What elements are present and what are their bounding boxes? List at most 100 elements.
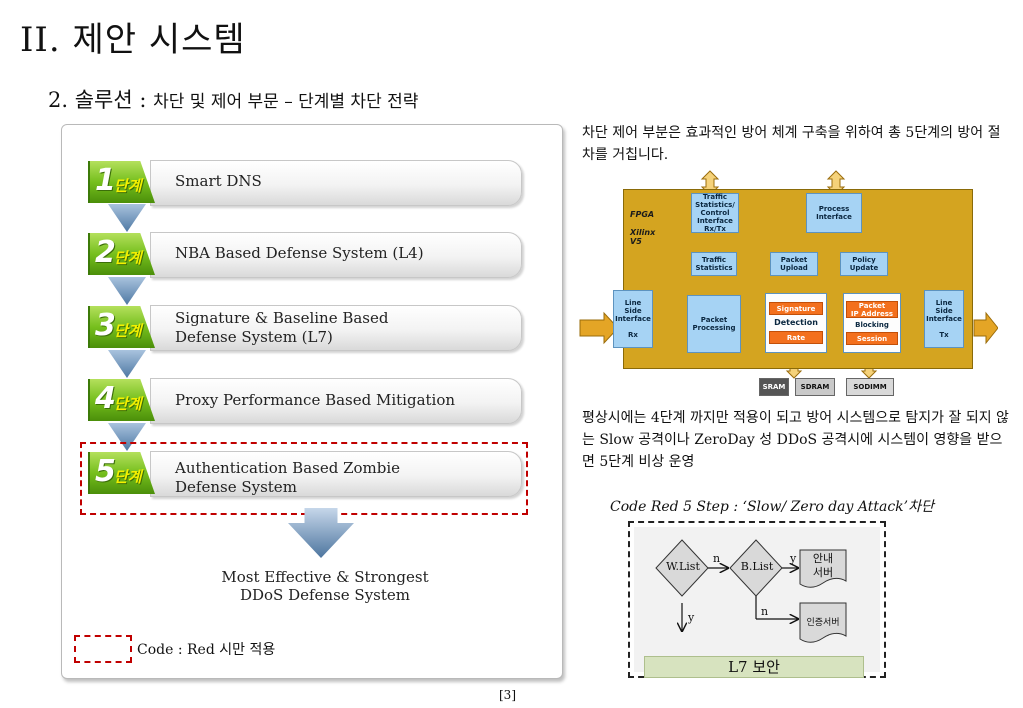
step-2-bar — [150, 232, 522, 278]
ts-line-1: Traffic — [701, 256, 727, 264]
signature-cell: Signature — [769, 302, 823, 315]
step-2-line-1: NBA Based Defense System (L4) — [175, 244, 424, 262]
tsc-line-2: Statistics/ — [695, 201, 735, 209]
guide-server: 안내 서버 — [800, 552, 846, 580]
fpga-label: FPGA — [630, 210, 655, 219]
conclusion-line-1: Most Effective & Strongest — [221, 568, 429, 586]
pi-line-2: Interface — [816, 213, 852, 221]
label-y-2: y — [688, 611, 695, 624]
step-1-bar — [150, 160, 522, 206]
step-3-bar — [150, 305, 522, 351]
step-1-word: 단계 — [114, 177, 142, 195]
blocking-label: Blocking — [855, 321, 889, 329]
tx-line-5: Tx — [939, 331, 949, 339]
label-y-1: y — [790, 552, 797, 565]
step-4-line-1: Proxy Performance Based Mitigation — [175, 391, 456, 409]
sram-block: SRAM — [759, 378, 789, 396]
sdram-block: SDRAM — [795, 378, 835, 396]
process-interface-block: Process Interface — [806, 193, 862, 233]
step-2-number: 2 — [95, 235, 116, 270]
step-4-bar — [150, 378, 522, 424]
session-cell: Session — [846, 332, 898, 345]
blocking-block: Packet IP Address Blocking Session — [843, 293, 901, 353]
code-red-highlight — [80, 442, 528, 515]
policy-update-block: Policy Update — [840, 252, 888, 276]
label-n-1: n — [713, 552, 721, 565]
pp-line-1: Packet — [700, 316, 728, 324]
xilinx-label: Xilinx — [630, 228, 656, 237]
traffic-statistics-control-interface: Traffic Statistics/ Control Interface Rx… — [691, 193, 739, 233]
step-4-label: Proxy Performance Based Mitigation — [175, 391, 455, 410]
page-subtitle: 2. 솔루션 : 차단 및 제어 부문 – 단계별 차단 전략 — [48, 84, 418, 114]
rate-cell: Rate — [769, 331, 823, 344]
legend-text: Code : Red 시만 적용 — [137, 642, 276, 658]
line-side-interface-tx: Line Side Interface Tx — [924, 290, 964, 348]
ts-line-2: Statistics — [695, 264, 733, 272]
line-side-interface-rx: Line Side Interface Rx — [613, 290, 653, 348]
step-1-line-1: Smart DNS — [175, 172, 262, 190]
flowchart-shapes — [655, 539, 847, 643]
step-2-label: NBA Based Defense System (L4) — [175, 244, 424, 263]
pu2-line-1: Policy — [852, 256, 876, 264]
packet-upload-block: Packet Upload — [770, 252, 818, 276]
page-title: II. 제안 시스템 — [20, 20, 246, 60]
pp-line-2: Processing — [692, 324, 736, 332]
tx-line-3: Interface — [926, 315, 962, 323]
pi-line-1: Process — [818, 205, 850, 213]
tx-line-2: Side — [935, 307, 953, 315]
whitelist-decision: W.List — [666, 560, 700, 573]
rx-line-5: Rx — [628, 331, 638, 339]
label-n-2: n — [761, 605, 769, 618]
step-5-line-2: Defense System — [175, 478, 297, 496]
tsc-line-1: Traffic — [702, 193, 728, 201]
guide-server-line-1: 안내 — [812, 552, 834, 565]
tsc-line-4: Interface — [697, 217, 733, 225]
detection-label: Detection — [774, 318, 818, 327]
subtitle-minor: 차단 및 제어 부문 – 단계별 차단 전략 — [153, 92, 419, 112]
description-paragraph-2: 평상시에는 4단계 까지만 적용이 되고 방어 시스템으로 탐지가 잘 되지 않… — [582, 410, 1009, 470]
l7-security-label: L7 보안 — [644, 656, 864, 678]
packet-ip-cell: Packet IP Address — [846, 301, 898, 318]
packet-processing-block: Packet Processing — [687, 295, 741, 353]
pu2-line-2: Update — [849, 264, 879, 272]
v5-label: V5 — [630, 237, 642, 246]
step-3-line-1: Signature & Baseline Based — [175, 309, 389, 327]
detection-block: Signature Detection Rate — [765, 293, 827, 353]
pu-line-2: Upload — [780, 264, 808, 272]
pu-line-1: Packet — [780, 256, 808, 264]
step-5-line-1: Authentication Based Zombie — [175, 459, 401, 477]
tx-line-1: Line — [935, 299, 953, 307]
step-3-word: 단계 — [114, 322, 142, 340]
rx-line-3: Interface — [615, 315, 651, 323]
step-5-number: 5 — [95, 454, 116, 489]
step-2-word: 단계 — [114, 249, 142, 267]
step-1-number: 1 — [95, 163, 116, 198]
step-4-number: 4 — [95, 381, 116, 416]
guide-server-line-2: 서버 — [812, 566, 834, 579]
traffic-statistics-block: Traffic Statistics — [691, 252, 737, 276]
tsc-line-3: Control — [700, 209, 730, 217]
step-4-word: 단계 — [114, 395, 142, 413]
step-5-word: 단계 — [114, 468, 142, 486]
legend-dash-swatch — [74, 635, 132, 663]
flowchart-title: Code Red 5 Step : ‘Slow/ Zero day Attack… — [610, 499, 934, 515]
page-number: [3] — [499, 688, 516, 702]
description-paragraph-1: 차단 제어 부분은 효과적인 방어 체계 구축을 위하여 총 5단계의 방어 절… — [582, 125, 1001, 163]
sodimm-block: SODIMM — [846, 378, 894, 396]
auth-server: 인증서버 — [806, 618, 840, 628]
step-3-number: 3 — [95, 308, 116, 343]
pip-line-1: Packet — [858, 301, 886, 310]
subtitle-main: 2. 솔루션 : — [48, 88, 154, 112]
pip-line-2: IP Address — [850, 309, 894, 318]
blacklist-decision: B.List — [740, 560, 774, 573]
step-3-line-2: Defense System (L7) — [175, 328, 333, 346]
conclusion-line-2: DDoS Defense System — [239, 586, 411, 604]
tsc-line-5: Rx/Tx — [704, 225, 726, 233]
step-5-bar — [150, 451, 522, 497]
rx-line-2: Side — [624, 307, 642, 315]
